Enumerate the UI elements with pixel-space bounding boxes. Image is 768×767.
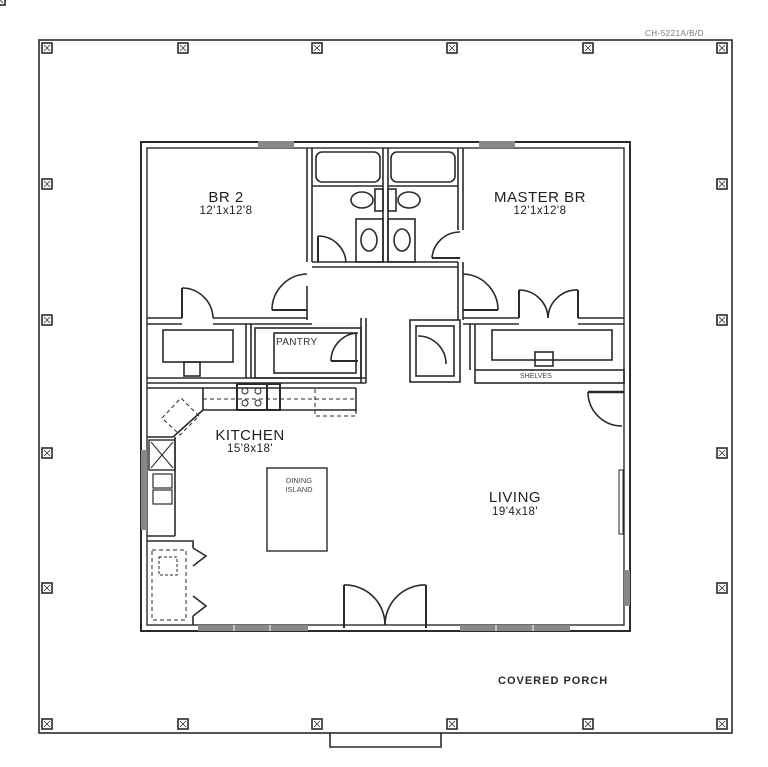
dining-island [266,467,328,552]
master-br-dimensions: 12'1x12'8 [513,205,567,217]
dining-island-label-line2: ISLAND [285,485,313,494]
shelves-label: SHELVES [520,373,552,380]
front-step [329,733,442,748]
br2-dimensions: 12'1x12'8 [199,205,253,217]
living-name: LIVING [488,489,542,506]
plan-code: CH-5221A/B/D [645,29,704,38]
porch-outline [38,39,733,734]
house-exterior-wall [140,141,631,632]
br2-name: BR 2 [208,189,244,206]
kitchen-name: KITCHEN [215,427,285,444]
porch-posts [0,0,6,6]
pantry-label: PANTRY [276,337,318,348]
living-dimensions: 19'4x18' [491,506,539,518]
master-br-name: MASTER BR [493,189,586,206]
kitchen-dimensions: 15'8x18' [226,443,274,455]
covered-porch-label: COVERED PORCH [498,675,609,687]
dining-island-label-line1: DINING [285,476,313,485]
